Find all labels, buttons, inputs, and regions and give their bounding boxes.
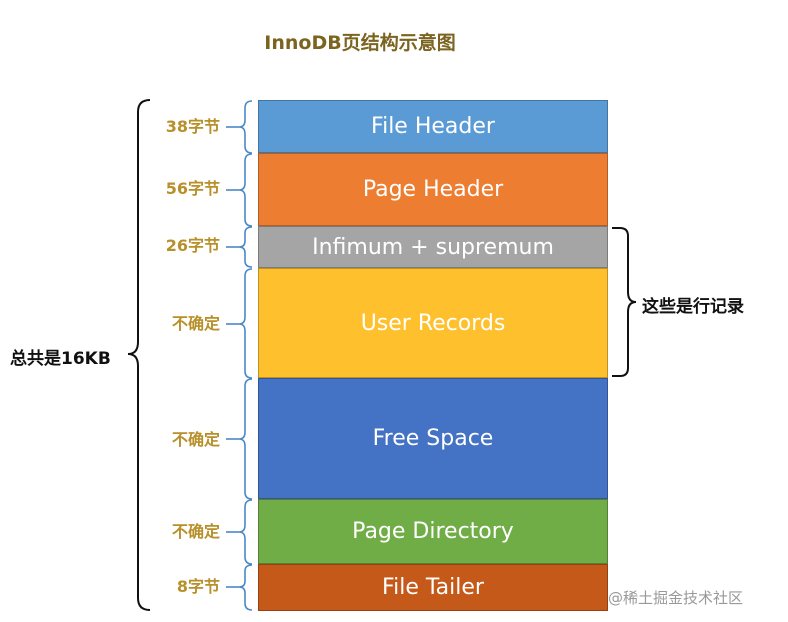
section-bracket — [238, 378, 253, 500]
watermark: @稀土掘金技术社区 — [608, 589, 744, 607]
label-connectors — [226, 126, 239, 588]
row-records-label: 这些是行记录 — [642, 297, 744, 317]
section-bracket — [238, 564, 253, 611]
section-label: User Records — [360, 310, 506, 336]
section-free-space: Free Space — [258, 378, 608, 499]
section-label: File Header — [371, 114, 495, 139]
section-bracket — [238, 499, 253, 565]
section-label: File Tailer — [382, 575, 484, 600]
section-user-records: User Records — [258, 268, 608, 378]
section-label: Free Space — [372, 426, 494, 451]
size-label-page-header: 56字节 — [165, 179, 220, 198]
records-brace — [612, 227, 637, 377]
section-bracket — [238, 226, 253, 268]
section-infimum-supremum: Infimum + supremum — [258, 226, 608, 268]
section-label: Page Header — [362, 177, 504, 202]
size-label-free-space: 不确定 — [171, 430, 220, 449]
section-bracket — [238, 268, 253, 379]
total-size-label: 总共是16KB — [10, 349, 111, 369]
size-label-page-directory: 不确定 — [171, 522, 220, 541]
section-file-tailer: File Tailer — [258, 564, 608, 611]
section-label: Infimum + supremum — [312, 234, 554, 260]
total-brace — [127, 99, 151, 611]
section-page-directory: Page Directory — [258, 499, 608, 564]
size-label-file-header: 38字节 — [165, 117, 220, 136]
size-label-user-records: 不确定 — [171, 314, 220, 333]
section-brackets — [238, 100, 253, 611]
size-label-file-tailer: 8字节 — [176, 577, 220, 596]
section-label: Page Directory — [352, 519, 514, 544]
diagram-title: InnoDB页结构示意图 — [264, 32, 456, 54]
section-bracket — [238, 153, 253, 227]
section-page-header: Page Header — [258, 153, 608, 226]
size-label-infimum-supremum: 26字节 — [165, 236, 220, 255]
section-file-header: File Header — [258, 100, 608, 153]
section-bracket — [238, 100, 253, 154]
